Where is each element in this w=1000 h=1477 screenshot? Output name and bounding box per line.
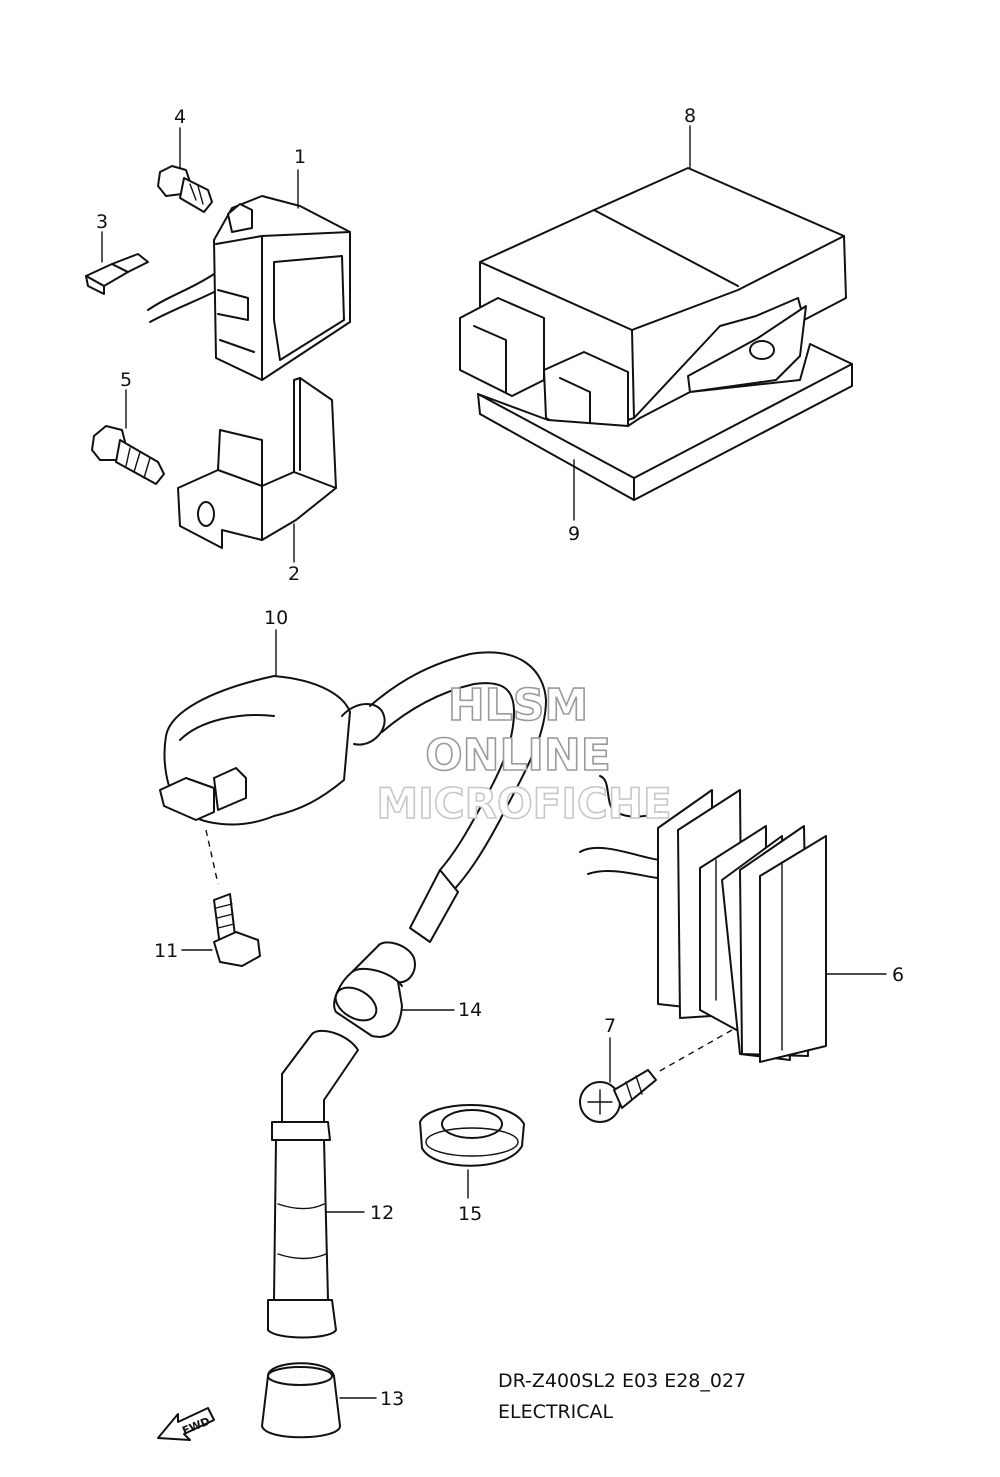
diagram-code: DR-Z400SL2 E03 E28_027 bbox=[498, 1370, 746, 1392]
callout-7: 7 bbox=[604, 1015, 616, 1037]
callout-8: 8 bbox=[684, 105, 696, 127]
part-7-screw[interactable] bbox=[579, 1029, 733, 1123]
callout-10: 10 bbox=[264, 607, 288, 629]
callout-11: 11 bbox=[154, 940, 178, 962]
part-13-cover[interactable] bbox=[261, 1362, 341, 1439]
callout-9: 9 bbox=[568, 523, 580, 545]
callout-15: 15 bbox=[458, 1203, 482, 1225]
callout-14: 14 bbox=[458, 999, 482, 1021]
callout-6: 6 bbox=[892, 964, 904, 986]
watermark-line-3: MICROFICHE bbox=[376, 779, 671, 828]
part-1-relay[interactable] bbox=[147, 195, 351, 381]
part-3-clip[interactable] bbox=[85, 253, 149, 295]
part-2-bracket[interactable] bbox=[177, 377, 337, 549]
part-6-regulator[interactable] bbox=[579, 775, 827, 1063]
callout-13: 13 bbox=[380, 1388, 404, 1410]
callout-2: 2 bbox=[288, 563, 300, 585]
diagram-title: ELECTRICAL bbox=[498, 1401, 614, 1423]
part-9-pad[interactable] bbox=[477, 343, 853, 501]
part-4-bolt[interactable] bbox=[157, 165, 213, 213]
part-11-bolt[interactable] bbox=[205, 829, 261, 967]
callout-5: 5 bbox=[120, 369, 132, 391]
watermark-line-2: ONLINE bbox=[425, 730, 611, 781]
fwd-arrow-icon: FWD bbox=[157, 1407, 215, 1441]
callout-1: 1 bbox=[294, 146, 306, 168]
part-15-grommet[interactable] bbox=[419, 1104, 525, 1167]
watermark-line-1: HLSM bbox=[448, 680, 588, 731]
part-5-bolt[interactable] bbox=[91, 425, 165, 485]
callout-12: 12 bbox=[370, 1202, 394, 1224]
part-10-ignition-coil[interactable] bbox=[159, 651, 547, 943]
part-12-plug-cap[interactable] bbox=[267, 1029, 359, 1339]
part-14-seal[interactable] bbox=[330, 941, 416, 1038]
callout-3: 3 bbox=[96, 211, 108, 233]
callout-4: 4 bbox=[174, 106, 186, 128]
